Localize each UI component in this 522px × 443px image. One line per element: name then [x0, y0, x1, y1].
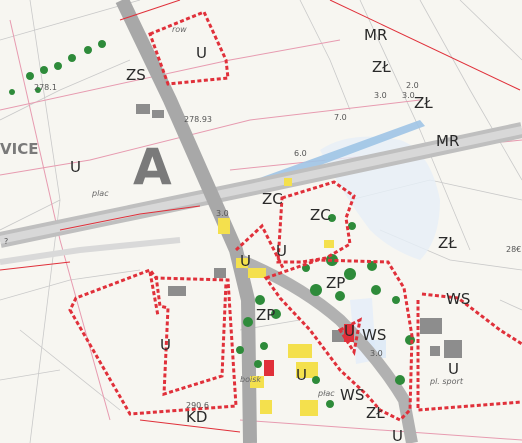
edge-number: 28€	[506, 245, 521, 254]
zone-label: ZP	[326, 274, 345, 292]
zone-label: MR	[436, 132, 459, 150]
zone-label: U	[70, 158, 81, 176]
elevation-label: 278.93	[184, 115, 212, 124]
zone-label: ZC	[310, 206, 331, 224]
zone-label: WS	[446, 290, 470, 308]
big-letter-a: A	[133, 138, 172, 196]
red-buildings	[264, 324, 354, 376]
zone-label: ZŁ	[366, 404, 385, 422]
zone-label: U	[160, 336, 171, 354]
elevation-labels: 278.1 278.93 3.0 2.0 3.0 6.0 7.0 3.0 290…	[34, 81, 419, 410]
zone-label: U	[276, 242, 287, 260]
zone-label: ZP	[256, 306, 275, 324]
thin-red-lines	[0, 0, 521, 433]
zone-label: ZS	[126, 66, 146, 84]
zone-label: WS	[362, 326, 386, 344]
zone-label: WS	[340, 386, 364, 404]
zone-label: U	[196, 44, 207, 62]
zone-label: U	[392, 427, 403, 443]
elevation-label: 290.6	[186, 401, 209, 410]
elevation-label: 7.0	[334, 113, 347, 122]
place-label: row	[172, 25, 187, 34]
elevation-label: 3.0	[402, 91, 415, 100]
zone-label: ZŁ	[438, 234, 457, 252]
elevation-label: 2.0	[406, 81, 419, 90]
place-label: boisk	[240, 375, 261, 384]
zone-label: U	[448, 360, 459, 378]
place-name-fragment: VICE	[0, 140, 38, 158]
place-label: pl. sport	[429, 377, 464, 386]
place-label: plac	[91, 189, 109, 198]
zone-label: ZŁ	[372, 58, 391, 76]
buildings	[136, 104, 462, 358]
edge-number: ?	[4, 237, 8, 246]
elevation-label: 278.1	[34, 83, 57, 92]
yellow-buildings	[218, 178, 334, 416]
zone-label: KD	[186, 408, 207, 426]
elevation-label: 6.0	[294, 149, 307, 158]
zone-label: ZŁ	[414, 94, 433, 112]
elevation-label: 3.0	[374, 91, 387, 100]
zone-labels: U ZS U MR ZŁ ZŁ MR ZC ZC U U ZŁ ZP ZP U …	[70, 26, 470, 443]
zone-label: U	[344, 322, 355, 340]
elevation-label: 3.0	[370, 349, 383, 358]
zone-label: U	[296, 366, 307, 384]
zone-label: ZC	[262, 190, 283, 208]
zone-boundaries	[68, 10, 522, 422]
place-label: płac	[317, 389, 335, 398]
zone-label: MR	[364, 26, 387, 44]
zone-label: U	[240, 252, 251, 270]
elevation-label: 3.0	[216, 209, 229, 218]
